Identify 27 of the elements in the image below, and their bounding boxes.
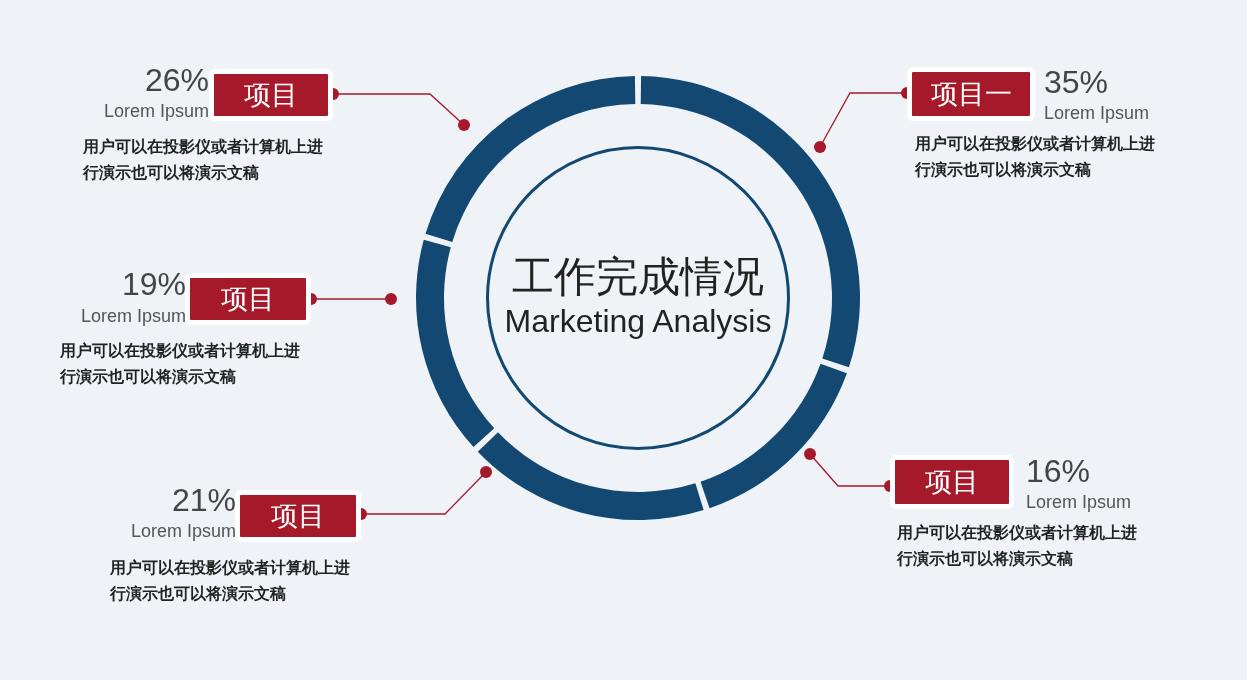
description-text: 用户可以在投影仪或者计算机上进行演示也可以将演示文稿	[915, 134, 1156, 181]
percentage-value: 19%	[121, 268, 186, 300]
item-tag: 项目	[235, 490, 361, 542]
description-text: 用户可以在投影仪或者计算机上进行演示也可以将演示文稿	[83, 137, 324, 184]
item-tag: 项目	[890, 455, 1014, 509]
item-tag: 项目	[185, 273, 311, 325]
center-subtitle: Marketing Analysis	[504, 302, 772, 342]
description-text: 用户可以在投影仪或者计算机上进行演示也可以将演示文稿	[60, 341, 301, 388]
subtitle-text: Lorem Ipsum	[130, 522, 236, 540]
item-tag: 项目	[209, 69, 333, 121]
description-text: 用户可以在投影仪或者计算机上进行演示也可以将演示文稿	[897, 523, 1138, 570]
center-title: 工作完成情况	[512, 253, 764, 302]
ring-segment	[425, 76, 636, 242]
percentage-value: 16%	[1026, 455, 1091, 487]
item-tag: 项目一	[907, 67, 1035, 121]
subtitle-text: Lorem Ipsum	[1044, 104, 1150, 122]
ring-segment	[700, 363, 847, 509]
center-circle	[486, 146, 790, 450]
description-text: 用户可以在投影仪或者计算机上进行演示也可以将演示文稿	[110, 558, 351, 605]
subtitle-text: Lorem Ipsum	[80, 307, 186, 325]
percentage-value: 26%	[144, 64, 209, 96]
subtitle-text: Lorem Ipsum	[1026, 493, 1132, 511]
percentage-value: 35%	[1044, 66, 1109, 98]
ring-segment	[477, 432, 704, 520]
subtitle-text: Lorem Ipsum	[103, 102, 209, 120]
ring-segment	[416, 239, 495, 448]
percentage-value: 21%	[171, 484, 236, 516]
